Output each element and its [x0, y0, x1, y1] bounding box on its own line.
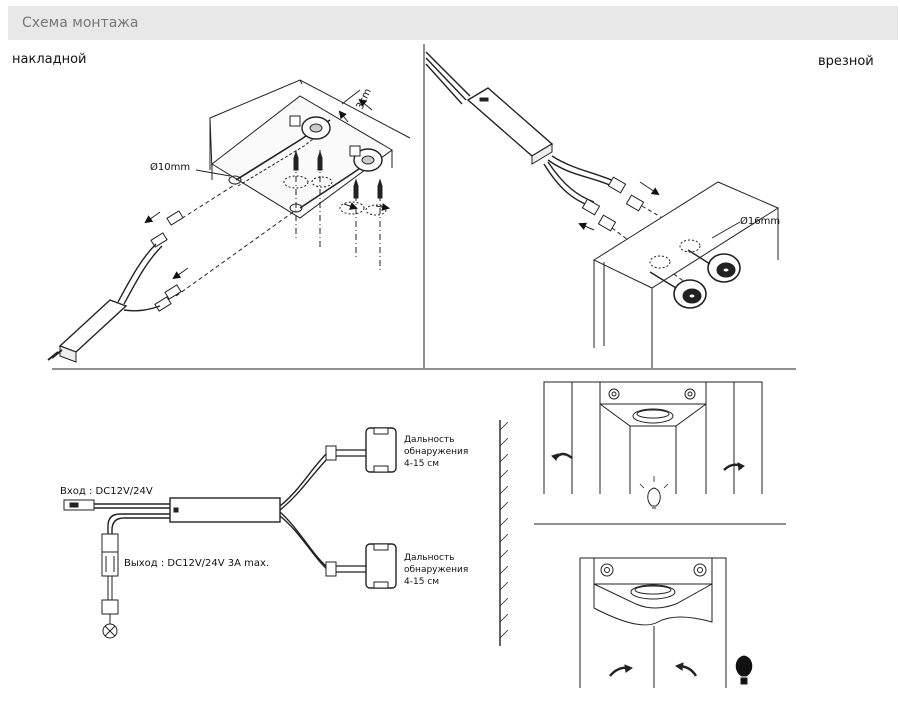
sensor-range-label-1: Дальность обнаружения 4-15 см: [404, 435, 471, 469]
recessed-mount-illustration: [425, 51, 780, 368]
sensor-range-label-2: Дальность обнаружения 4-15 см: [404, 553, 471, 587]
recessed-mount-label: врезной: [818, 54, 874, 69]
section-title: Схема монтажа: [22, 15, 139, 31]
section-header: Схема монтажа: [8, 6, 898, 40]
output-label: Выход : DC12V/24V 3A max.: [124, 558, 269, 569]
wiring-schematic: [63, 427, 397, 639]
input-label: Вход : DC12V/24V: [60, 486, 153, 497]
offset-dimension: 3cm: [355, 87, 374, 111]
surface-hole-dimension: Ø10mm: [150, 161, 190, 173]
surface-mount-illustration: [47, 79, 411, 363]
recessed-hole-dimension: Ø16mm: [740, 215, 780, 227]
surface-mount-label: накладной: [12, 52, 87, 67]
door-operation-illustration: [499, 381, 786, 688]
